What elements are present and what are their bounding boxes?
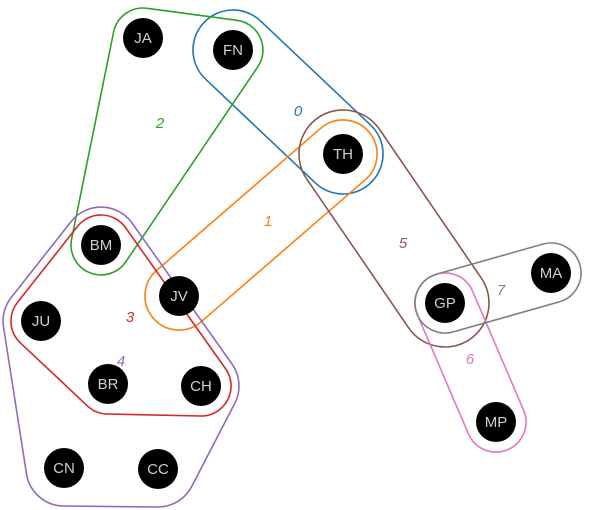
node-label: JA [134, 30, 152, 47]
node-ma: MA [531, 253, 571, 293]
hyperedge-7 [414, 242, 582, 334]
hyperedge-5 [298, 109, 490, 348]
node-label: GP [434, 295, 456, 312]
node-circle [213, 30, 253, 70]
node-ju: JU [21, 301, 61, 341]
hyperedge-label-5: 5 [399, 235, 408, 252]
node-th: TH [323, 134, 363, 174]
node-circle [44, 448, 84, 488]
node-circle [476, 402, 516, 442]
hyperedge-label-3: 3 [126, 309, 135, 326]
node-ch: CH [181, 366, 221, 406]
hyperedge-label-6: 6 [466, 351, 475, 368]
node-label: TH [333, 146, 353, 163]
hyperedge-3 [10, 214, 232, 417]
hyperedge-6 [414, 272, 527, 453]
node-jv: JV [159, 276, 199, 316]
node-ja: JA [123, 18, 163, 58]
node-label: BR [98, 376, 119, 393]
hyperedge-label-0: 0 [294, 103, 303, 120]
node-cn: CN [44, 448, 84, 488]
node-cc: CC [138, 449, 178, 489]
hyperedge-label-4: 4 [117, 353, 125, 370]
hyperedge-2 [70, 7, 264, 276]
node-label: FN [223, 42, 243, 59]
node-circle [159, 276, 199, 316]
node-label: MA [540, 265, 563, 282]
hyperedge-4 [2, 206, 240, 508]
hyperedge-0 [192, 9, 384, 195]
node-label: CN [53, 460, 75, 477]
node-circle [531, 253, 571, 293]
node-label: CC [147, 461, 169, 478]
node-circle [181, 366, 221, 406]
node-circle [323, 134, 363, 174]
hyperedge-label-2: 2 [155, 115, 165, 132]
node-label: BM [90, 237, 113, 254]
node-circle [138, 449, 178, 489]
hyperedge-layer [2, 7, 582, 508]
node-circle [88, 364, 128, 404]
hyperedge-label-1: 1 [264, 213, 272, 230]
node-circle [425, 283, 465, 323]
node-mp: MP [476, 402, 516, 442]
node-circle [123, 18, 163, 58]
node-label: JV [170, 288, 188, 305]
node-br: BR [88, 364, 128, 404]
hyperedge-label-7: 7 [497, 282, 506, 299]
hyperedge-label-layer: 0 1 2 3 4 5 6 7 [117, 103, 506, 370]
node-label: JU [32, 313, 50, 330]
node-label: MP [485, 414, 508, 431]
node-layer: JA FN TH BM JV JU BR CH CN CC GP MA MP [21, 18, 571, 489]
node-fn: FN [213, 30, 253, 70]
node-bm: BM [81, 225, 121, 265]
node-circle [21, 301, 61, 341]
node-label: CH [190, 378, 212, 395]
node-gp: GP [425, 283, 465, 323]
node-circle [81, 225, 121, 265]
